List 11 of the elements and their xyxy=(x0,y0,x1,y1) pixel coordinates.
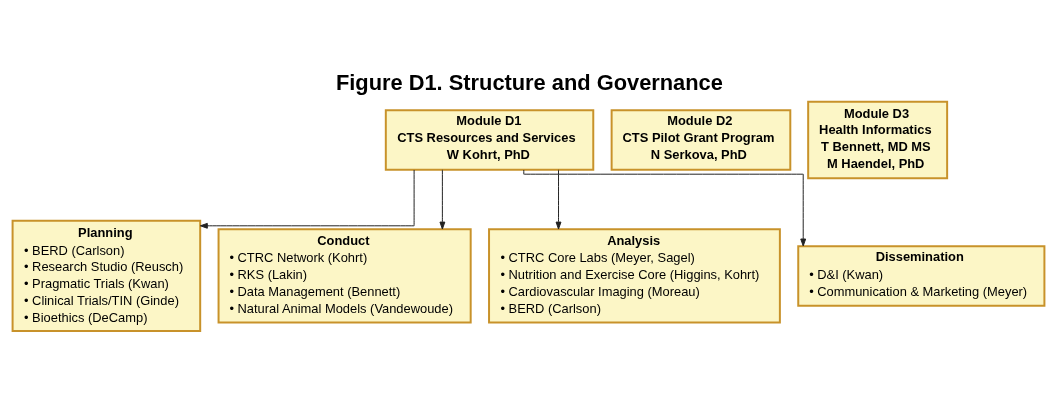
arrow xyxy=(199,169,415,229)
arrow xyxy=(555,168,562,230)
diagram-title: Figure D1. Structure and Governance xyxy=(335,69,723,95)
node-box: Analysis • CTRC Core Labs (Meyer, Sagel) • Nutrition and Exercise Core (Higgins, Kohrt) • Cardiovascular Imaging (Moreau) • BERD (Carlson) xyxy=(488,227,781,324)
arrow xyxy=(439,168,446,230)
node-box: Planning • BERD (Carlson) • Research Studio (Reusch) • Pragmatic Trials (Kwan) • Clinical Trials/TIN (Ginde) • Bioethics (DeCamp) xyxy=(11,219,202,332)
node-box: Dissemination • D&I (Kwan) • Communication & Marketing (Meyer) xyxy=(797,244,1046,307)
node-box: Module D1 CTS Resources and Services W Kohrt, PhD xyxy=(384,108,595,171)
node-box: Module D3 Health Informatics T Bennett, MD MS M Haendel, PhD xyxy=(807,100,949,179)
node-box: Module D2 CTS Pilot Grant Program N Serkova, PhD xyxy=(610,108,792,171)
node-box: Conduct • CTRC Network (Kohrt) • RKS (Lakin) • Data Management (Bennett) • Natural Animal Models (Vandewoude) xyxy=(217,227,472,324)
